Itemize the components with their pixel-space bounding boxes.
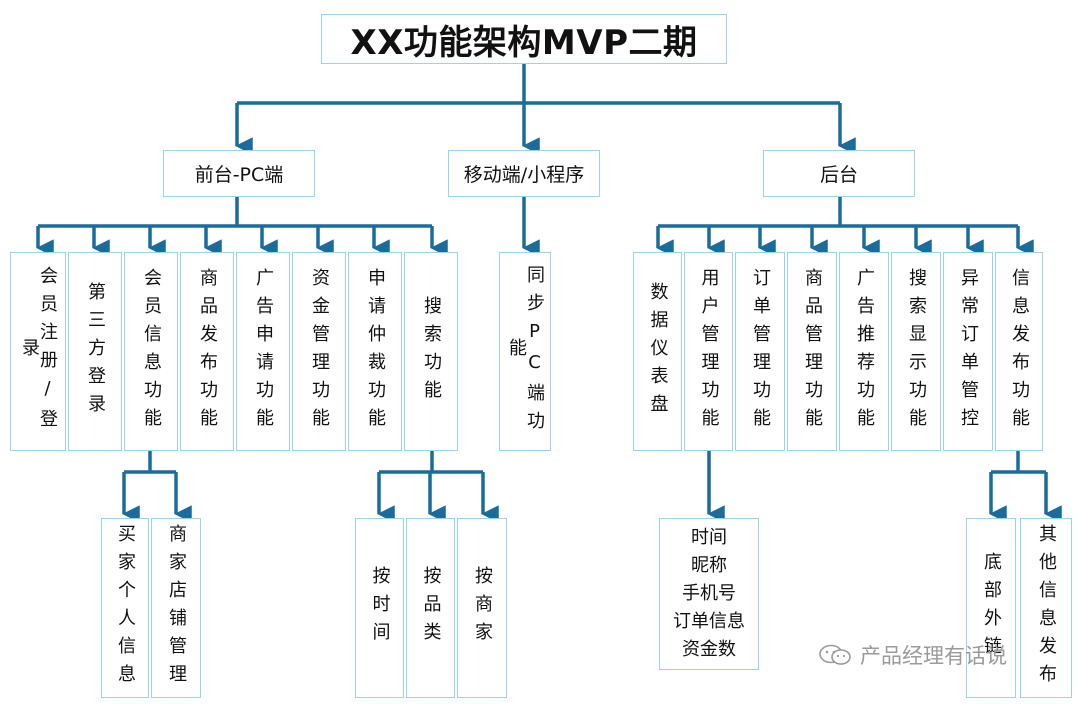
backend-item-search-display: 搜索显示功能 [891, 252, 941, 451]
info-sub-label: 其他信息发布 [1036, 524, 1057, 692]
backend-item-label: 订单管理功能 [750, 267, 771, 436]
pc-item-third-party-login: 第三方登录 [68, 252, 122, 451]
diagram-title: XX功能架构MVP二期 [321, 14, 727, 64]
backend-item-label: 搜索显示功能 [906, 267, 927, 436]
backend-item-user-management: 用户管理功能 [684, 252, 733, 451]
user-sub-fields: 时间 昵称 手机号 订单信息 资金数 [659, 518, 759, 670]
backend-item-label: 数据仪表盘 [647, 281, 669, 422]
backend-item-label: 广告推荐功能 [854, 267, 875, 436]
backend-item-label: 异常订单管控 [958, 267, 979, 436]
search-sub-label: 按品类 [420, 566, 442, 650]
backend-item-info-publish: 信息发布功能 [995, 252, 1043, 451]
backend-item-label: 用户管理功能 [698, 267, 720, 436]
pc-item-search: 搜索功能 [404, 252, 458, 451]
user-sub-field: 资金数 [682, 639, 736, 660]
search-sub-by-time: 按时间 [355, 518, 404, 698]
info-sub-footer-links: 底部外链 [966, 518, 1016, 698]
backend-item-product-management: 商品管理功能 [787, 252, 837, 451]
pc-item-label: 会员信息功能 [141, 267, 162, 436]
watermark: 产品经理有话说 [818, 640, 1007, 670]
pc-item-label: 广告申请功能 [253, 267, 274, 436]
backend-item-ad-recommend: 广告推荐功能 [839, 252, 889, 451]
search-sub-label: 按商家 [472, 566, 493, 650]
info-sub-label: 底部外链 [981, 552, 1002, 664]
backend-item-order-management: 订单管理功能 [735, 252, 785, 451]
watermark-text: 产品经理有话说 [860, 644, 1007, 668]
member-sub-buyer-info: 买家个人信息 [101, 518, 149, 698]
backend-item-abnormal-order: 异常订单管控 [943, 252, 993, 451]
mobile-item-sync-pc: 同步PC端功能 [499, 252, 551, 451]
wechat-icon [819, 644, 851, 665]
info-sub-other-info: 其他信息发布 [1020, 518, 1072, 698]
pc-item-label: 商品发布功能 [197, 267, 218, 436]
mobile-item-label: 同步PC端功能 [506, 264, 545, 439]
pc-item-label: 第三方登录 [85, 281, 106, 422]
user-sub-field: 手机号 [682, 583, 736, 604]
pc-item-label: 资金管理功能 [309, 267, 330, 436]
category-pc: 前台-PC端 [163, 150, 315, 197]
pc-item-member-info: 会员信息功能 [124, 252, 178, 451]
category-mobile: 移动端/小程序 [448, 150, 600, 197]
pc-item-product-publish: 商品发布功能 [180, 252, 234, 451]
pc-item-ad-apply: 广告申请功能 [236, 252, 290, 451]
user-sub-field: 昵称 [691, 555, 727, 576]
user-sub-field: 订单信息 [673, 611, 745, 632]
backend-item-dashboard: 数据仪表盘 [633, 252, 682, 451]
pc-item-fund-management: 资金管理功能 [292, 252, 346, 451]
search-sub-label: 按时间 [369, 566, 391, 650]
pc-item-label: 搜索功能 [421, 295, 442, 408]
user-sub-field: 时间 [691, 527, 727, 548]
member-sub-label: 买家个人信息 [115, 524, 136, 692]
pc-item-label: 会员注册/登录 [19, 266, 58, 437]
category-backend: 后台 [763, 150, 915, 197]
member-sub-label: 商家店铺管理 [166, 524, 187, 692]
pc-item-label: 申请仲裁功能 [365, 267, 386, 436]
backend-item-label: 商品管理功能 [802, 267, 823, 436]
search-sub-by-merchant: 按商家 [457, 518, 507, 698]
pc-item-arbitration: 申请仲裁功能 [348, 252, 402, 451]
pc-item-register-login: 会员注册/登录 [10, 252, 66, 451]
member-sub-store-management: 商家店铺管理 [151, 518, 201, 698]
search-sub-by-category: 按品类 [406, 518, 455, 698]
backend-item-label: 信息发布功能 [1009, 267, 1030, 436]
